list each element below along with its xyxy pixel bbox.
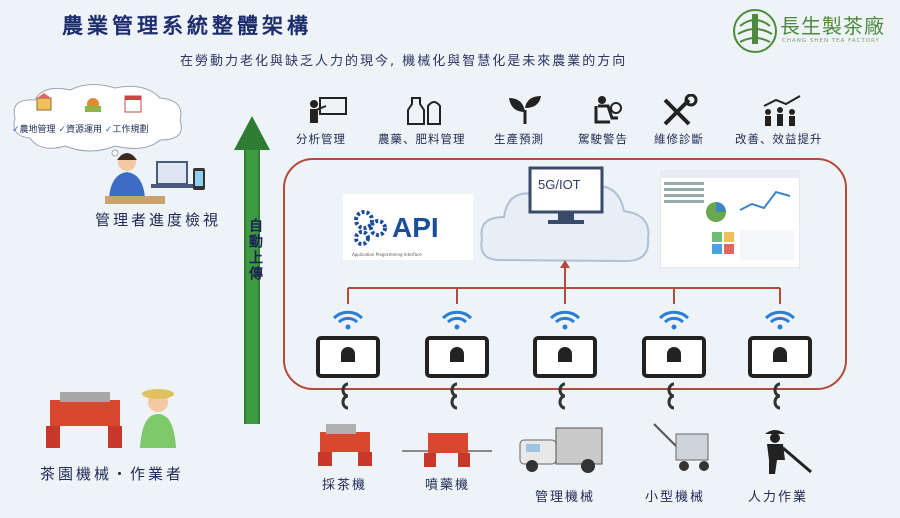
function-label: 駕駛警告 [578, 132, 628, 146]
dashboard-image [660, 170, 800, 268]
device-row [316, 310, 812, 410]
function-label: 生產預測 [494, 132, 544, 146]
logo-subtitle: CHANG SHEN TEA FACTORY [782, 38, 880, 44]
sprout-icon [509, 96, 541, 124]
system-box [283, 158, 847, 390]
function-label: 分析管理 [296, 132, 346, 146]
task-label: 農地管理 [19, 125, 56, 135]
machine-label: 人力作業 [748, 490, 809, 505]
logo-name: 長生製茶廠 [780, 14, 885, 38]
machine-label: 噴藥機 [425, 478, 471, 493]
logo-icon [733, 9, 777, 53]
machine-label: 小型機械 [645, 490, 706, 505]
tea-harvester-icon [318, 424, 372, 466]
function-label: 改善、效益提升 [735, 132, 823, 146]
connection-lines [347, 260, 781, 304]
page-subtitle: 在勞動力老化與缺乏人力的現今, 機械化與智慧化是未來農業的方向 [180, 54, 628, 69]
api-label: API [392, 212, 439, 243]
tablet-device [642, 310, 706, 410]
small-machine-icon [653, 423, 709, 471]
manager-thought-cloud [13, 84, 182, 157]
task-icons [36, 93, 142, 113]
api-subtitle: Application Programming Interface [352, 252, 422, 257]
tea-machine-operator-icon [46, 389, 176, 448]
gears-icon [354, 210, 387, 246]
function-label: 農藥、肥料管理 [378, 132, 466, 146]
tablet-device [425, 310, 489, 410]
driver-icon [594, 96, 622, 124]
tablet-device [533, 310, 597, 410]
task-label: 資源運用 [65, 125, 102, 135]
upload-label: 自動上傳 [247, 218, 263, 282]
operators-label: 茶園機械・作業者 [40, 465, 185, 483]
growth-icon [763, 95, 801, 126]
function-label: 維修診斷 [654, 132, 704, 146]
monitor-icon [528, 166, 604, 224]
task-label: 工作規劃 [112, 125, 149, 135]
page-title: 農業管理系統整體架構 [62, 13, 312, 38]
machine-label: 採茶機 [322, 478, 368, 493]
manager-label: 管理者進度檢視 [95, 211, 222, 229]
sprayer-icon [402, 433, 492, 467]
fertilizer-icon [407, 97, 441, 125]
machine-label: 管理機械 [535, 490, 596, 505]
tools-icon [663, 94, 698, 126]
upload-arrow [234, 116, 270, 424]
manager-desk-icon [105, 153, 205, 204]
manual-labor-icon [765, 430, 812, 474]
tablet-device [748, 310, 812, 410]
presentation-icon [310, 97, 347, 123]
management-vehicle-icon [519, 427, 603, 473]
monitor-screen-label: 5G/IOT [538, 177, 581, 192]
tablet-device [316, 310, 380, 410]
